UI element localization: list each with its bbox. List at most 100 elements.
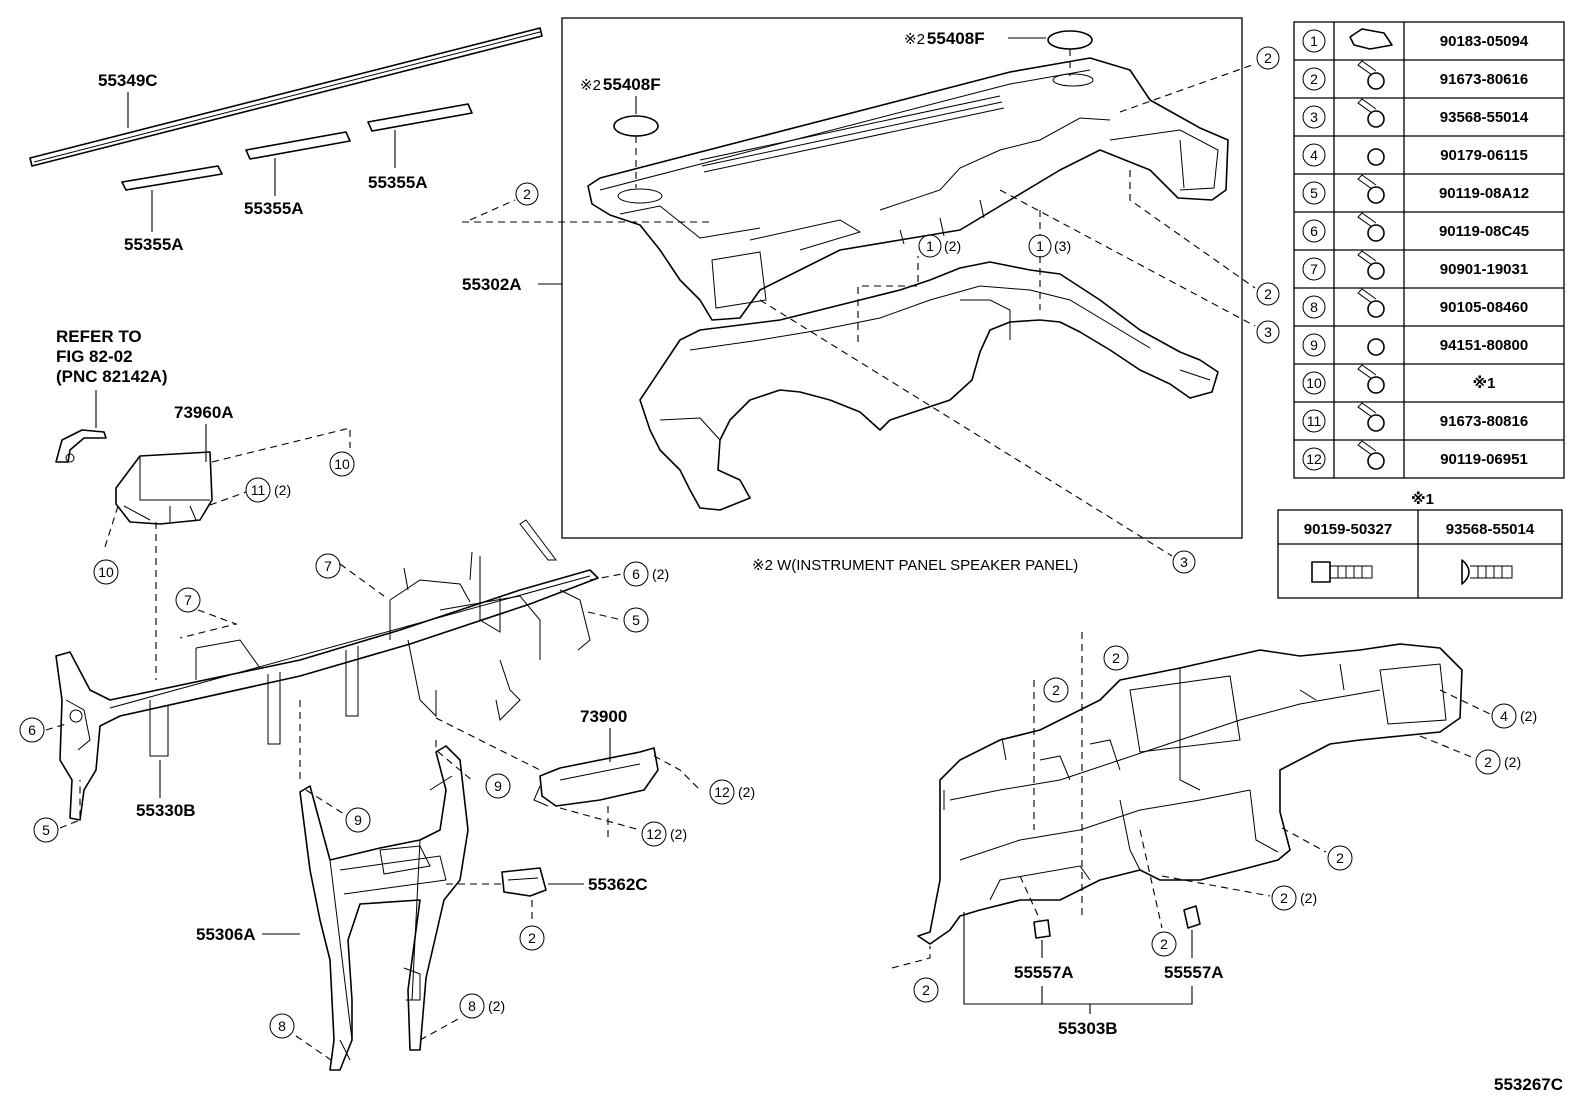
fastener-icon (1357, 174, 1385, 204)
part-55408F-speaker-panel-top (1047, 30, 1093, 50)
svg-text:(2): (2) (652, 566, 669, 582)
fastener-icon (1357, 440, 1385, 470)
callout-2-panel-right: 2 (1256, 282, 1280, 306)
svg-text:1: 1 (926, 238, 934, 254)
label-55349C: 55349C (98, 71, 158, 90)
callout-2-frame-left: 2 (1043, 677, 1069, 703)
bracket-55303B-mid (1041, 986, 1091, 1014)
fastener-number: 2 (1310, 71, 1318, 87)
dashline-c12-lower (559, 806, 641, 842)
fastener-part-number: 90119-06951 (1440, 451, 1528, 468)
dashline-c8-right (419, 1017, 461, 1041)
svg-text:10: 10 (98, 564, 114, 580)
label-55355A-3: 55355A (368, 173, 428, 192)
dashline-c2-frame-bottom (1139, 829, 1163, 929)
dashline-c2-frame-left (891, 946, 931, 969)
fastener-number-circle (1302, 333, 1326, 357)
label-55557A-1: 55557A (1014, 963, 1074, 982)
dashline-c3-right (999, 189, 1256, 327)
note1-part-2: 93568-55014 (1446, 521, 1535, 538)
svg-text:12: 12 (714, 784, 730, 800)
svg-text:11: 11 (251, 482, 266, 498)
dashline-c2-topright (1119, 63, 1256, 113)
dashline-c8-left (295, 1035, 335, 1063)
svg-text:4: 4 (1500, 708, 1508, 724)
callout-1-qty3: 1 (3) (1028, 234, 1071, 258)
fastener-row: 2 91673-80616 (1302, 60, 1528, 91)
fastener-part-number: ※1 (1473, 374, 1496, 392)
part-55306A-brace (299, 745, 469, 1071)
svg-text:6: 6 (632, 566, 640, 582)
fastener-part-number: 90901-19031 (1440, 261, 1528, 278)
callout-11-qty2: 11 (2) (245, 477, 291, 503)
svg-text:(2): (2) (274, 482, 291, 498)
callout-2-frame-bottom: 2 (1151, 931, 1177, 957)
callout-2-frame-right-qty2: 2 (2) (1475, 749, 1521, 775)
dashline-c10-right (211, 427, 351, 463)
dashline-c11 (209, 491, 247, 506)
svg-text:5: 5 (632, 612, 640, 628)
callout-7-upper: 7 (315, 553, 341, 579)
fastener-number: 8 (1310, 299, 1318, 315)
part-55362C-bracket (501, 867, 547, 897)
note1-bolt-icon-2 (1461, 559, 1513, 585)
bracket-55303B (963, 912, 1193, 1005)
fastener-icon (1349, 28, 1393, 50)
callout-7-lower: 7 (175, 587, 201, 613)
fastener-part-number: 90179-06115 (1440, 147, 1528, 164)
fastener-number: 6 (1310, 223, 1318, 239)
fastener-number: 5 (1310, 185, 1318, 201)
dashline-c6-right (589, 573, 623, 581)
fastener-row: 5 90119-08A12 (1302, 174, 1529, 205)
dashline-c2-frame-low-qty2 (1161, 875, 1271, 897)
dashline-c2-right (1129, 170, 1256, 289)
fastener-part-number: 90119-08A12 (1439, 185, 1529, 202)
dashline-c7-lower (179, 609, 238, 639)
dashline-c10-left (103, 505, 119, 551)
part-73900-glove-box (533, 747, 659, 807)
fastener-icon (1357, 212, 1385, 242)
label-55302A: 55302A (462, 275, 522, 294)
svg-text:9: 9 (354, 812, 362, 828)
note1-bolt-icon-1 (1311, 561, 1373, 583)
dashline-c6-left (45, 723, 67, 731)
svg-text:8: 8 (278, 1018, 286, 1034)
svg-text:(2): (2) (944, 238, 961, 254)
label-55557A-2: 55557A (1164, 963, 1224, 982)
fastener-icon (1357, 402, 1385, 432)
fastener-number-circle (1302, 181, 1326, 205)
svg-text:2: 2 (1280, 890, 1288, 906)
fastener-part-number: 91673-80616 (1440, 71, 1528, 88)
fastener-part-number: 94151-80800 (1440, 337, 1528, 354)
dashline-c4 (1439, 689, 1491, 715)
label-55355A-2: 55355A (244, 199, 304, 218)
svg-text:2: 2 (922, 982, 930, 998)
fastener-part-number: 91673-80816 (1440, 413, 1528, 430)
callout-5-left: 5 (33, 817, 59, 843)
label-55306A: 55306A (196, 925, 256, 944)
part-55557A-clip-1 (1033, 919, 1051, 939)
part-reinforcement-beam (55, 519, 599, 821)
dashline-c9-right (435, 740, 475, 783)
svg-text:2: 2 (1112, 650, 1120, 666)
dashline-c5-right (587, 611, 623, 621)
part-55408F-speaker-panel-left (613, 115, 659, 137)
svg-text:6: 6 (28, 722, 36, 738)
svg-text:2: 2 (1264, 50, 1272, 66)
callout-2-frame-top: 2 (1103, 645, 1129, 671)
fastener-number: 1 (1310, 33, 1318, 49)
fastener-number: 12 (1306, 451, 1322, 467)
svg-text:8: 8 (468, 998, 476, 1014)
svg-text:1: 1 (1036, 238, 1044, 254)
part-55355A-pad-1 (121, 165, 223, 191)
svg-text:2: 2 (1052, 682, 1060, 698)
callout-2-panel-topright: 2 (1256, 46, 1280, 70)
fastener-row: 10※1 (1302, 364, 1496, 395)
